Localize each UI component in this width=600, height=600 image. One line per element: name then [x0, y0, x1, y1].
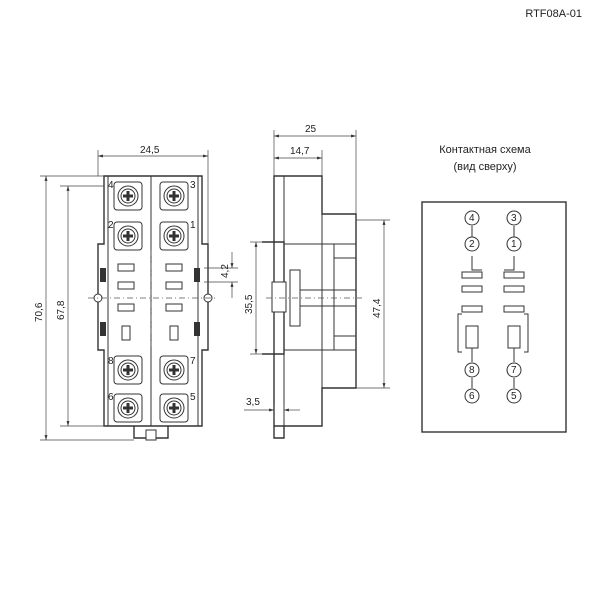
dim-slot-height: 4,2 [220, 264, 231, 278]
front-screw-terminal-1 [159, 221, 189, 251]
svg-text:5: 5 [511, 391, 517, 402]
contact-schema: 4 3 2 1 8 7 6 5 [421, 201, 567, 433]
svg-text:2: 2 [469, 239, 475, 250]
schema-terminal-8: 8 [464, 362, 480, 378]
front-mark-2: 2 [108, 220, 114, 231]
front-mark-3: 3 [190, 180, 196, 191]
svg-text:3: 3 [511, 213, 517, 224]
schema-terminal-7: 7 [506, 362, 522, 378]
svg-text:7: 7 [511, 365, 517, 376]
front-mark-6: 6 [108, 392, 114, 403]
schema-frame [421, 201, 567, 433]
schema-terminal-6: 6 [464, 388, 480, 404]
model-code: RTF08A-01 [525, 8, 582, 20]
dim-rail-height: 35,5 [244, 294, 255, 314]
schema-terminal-2: 2 [464, 236, 480, 252]
dim-side-height: 47,4 [372, 298, 383, 318]
front-view: 4 3 2 1 8 7 6 5 [34, 145, 238, 441]
front-screw-terminal-8 [113, 355, 143, 385]
svg-text:8: 8 [469, 365, 475, 376]
front-mark-7: 7 [190, 356, 196, 367]
svg-text:1: 1 [511, 239, 517, 250]
front-screw-terminal-6 [113, 393, 143, 423]
schema-title-line2: (вид сверху) [453, 161, 517, 173]
schema-terminal-4: 4 [464, 210, 480, 226]
front-screw-terminal-2 [113, 221, 143, 251]
front-mark-5: 5 [190, 392, 196, 403]
dim-foot-depth: 3,5 [246, 397, 260, 408]
contact-schema-title: Контактная схема (вид сверху) [415, 142, 555, 176]
front-screw-terminal-3 [159, 181, 189, 211]
front-mark-4: 4 [108, 180, 114, 191]
schema-title-line1: Контактная схема [439, 144, 531, 156]
front-mark-1: 1 [190, 220, 196, 231]
schema-terminal-3: 3 [506, 210, 522, 226]
front-screw-terminal-4 [113, 181, 143, 211]
front-socket-slots [93, 263, 213, 341]
schema-terminal-5: 5 [506, 388, 522, 404]
dim-overall-height: 70,6 [34, 302, 45, 322]
svg-text:4: 4 [469, 213, 475, 224]
dim-side-depth: 25 [305, 124, 317, 135]
dim-inner-height: 67,8 [56, 300, 67, 320]
front-screw-terminal-5 [159, 393, 189, 423]
front-mark-8: 8 [108, 356, 114, 367]
side-view: 25 14,7 35,5 47,4 3,5 [244, 124, 390, 439]
schema-terminal-1: 1 [506, 236, 522, 252]
dim-top-width: 24,5 [140, 145, 160, 156]
front-screw-terminal-7 [159, 355, 189, 385]
dim-side-offset: 14,7 [290, 146, 310, 157]
svg-text:6: 6 [469, 391, 475, 402]
